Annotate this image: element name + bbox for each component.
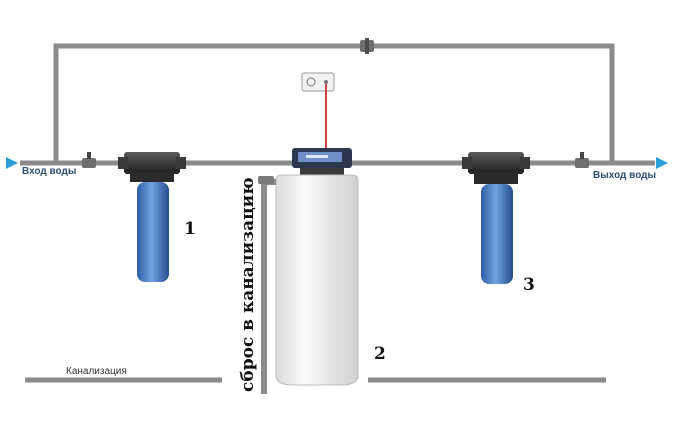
bypass-valve bbox=[360, 38, 374, 54]
filter-1 bbox=[118, 152, 186, 282]
outlet-valve bbox=[575, 152, 589, 168]
inlet-valve bbox=[82, 152, 96, 168]
outlet-label: Выход воды bbox=[593, 170, 657, 181]
bypass-pipe bbox=[53, 43, 615, 163]
inlet-label: Вход воды bbox=[22, 166, 77, 177]
inlet-arrow-icon bbox=[6, 157, 18, 169]
power-socket-icon bbox=[301, 72, 335, 92]
sewer-label: Канализация bbox=[66, 366, 127, 377]
softener-tank bbox=[275, 174, 359, 386]
softener-control-head bbox=[292, 148, 352, 176]
drain-label: сброс в канализацию bbox=[238, 177, 258, 392]
outlet-arrow-icon bbox=[656, 157, 668, 169]
filter-3 bbox=[462, 152, 530, 284]
drain-pipe bbox=[258, 176, 276, 394]
filter-1-number: 1 bbox=[184, 219, 196, 239]
softener-number: 2 bbox=[374, 344, 386, 364]
filter-3-number: 3 bbox=[523, 275, 535, 295]
